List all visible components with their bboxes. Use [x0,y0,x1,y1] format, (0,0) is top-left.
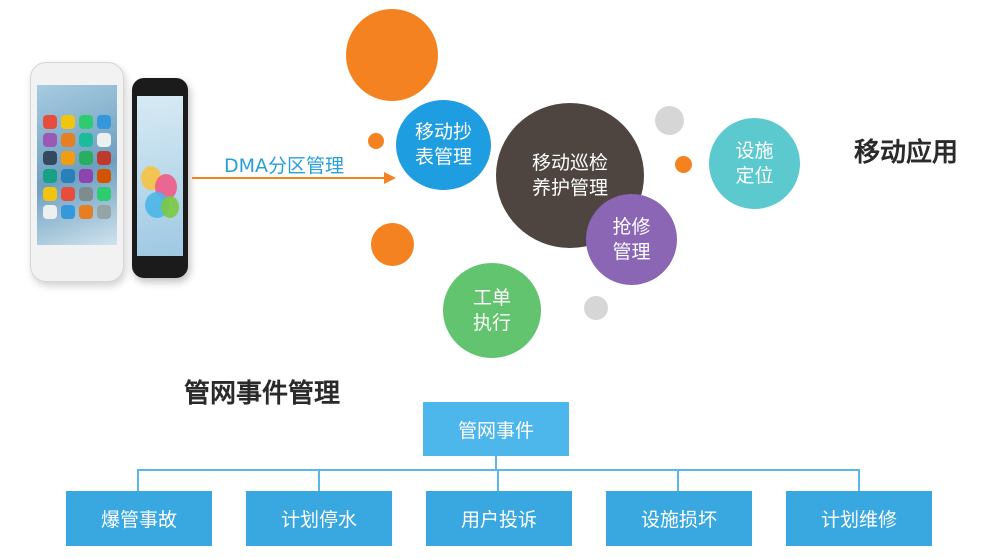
circle-meter-reading: 移动抄 表管理 [396,100,491,190]
circle-facility-location: 设施 定位 [709,118,800,209]
circle-repair: 抢修 管理 [586,194,677,285]
decor-dot-orange [368,133,384,149]
org-child-box-pipe-burst: 爆管事故 [66,491,212,546]
decor-dot-orange [371,223,414,266]
org-root-box: 管网事件 [423,402,569,456]
circle-work-order: 工单 执行 [443,263,541,358]
section-title-mobile: 移动应用 [854,138,959,168]
connector-line [137,469,139,491]
decor-dot-orange [675,156,692,173]
org-child-box-planned-outage: 计划停水 [246,491,392,546]
org-child-box-facility-damage: 设施损坏 [606,491,752,546]
flow-arrow-line [192,177,384,179]
connector-line [858,469,860,491]
decor-dot-gray [655,106,684,135]
app-icon-grid [43,115,113,219]
decor-dot-orange [346,9,438,101]
phone-screen [137,96,183,256]
arrow-head-icon [384,172,396,184]
dma-label: DMA分区管理 [224,155,345,177]
decor-dot-gray [584,296,608,320]
phone-image-white [30,62,124,282]
section-title-events: 管网事件管理 [184,379,341,409]
org-child-box-complaint: 用户投诉 [426,491,572,546]
connector-line [495,456,497,469]
connector-line [497,469,499,491]
connector-line [677,469,679,491]
phone-image-black [132,78,188,278]
connector-line [318,469,320,491]
phone-screen [37,85,117,245]
org-child-box-planned-repair: 计划维修 [786,491,932,546]
